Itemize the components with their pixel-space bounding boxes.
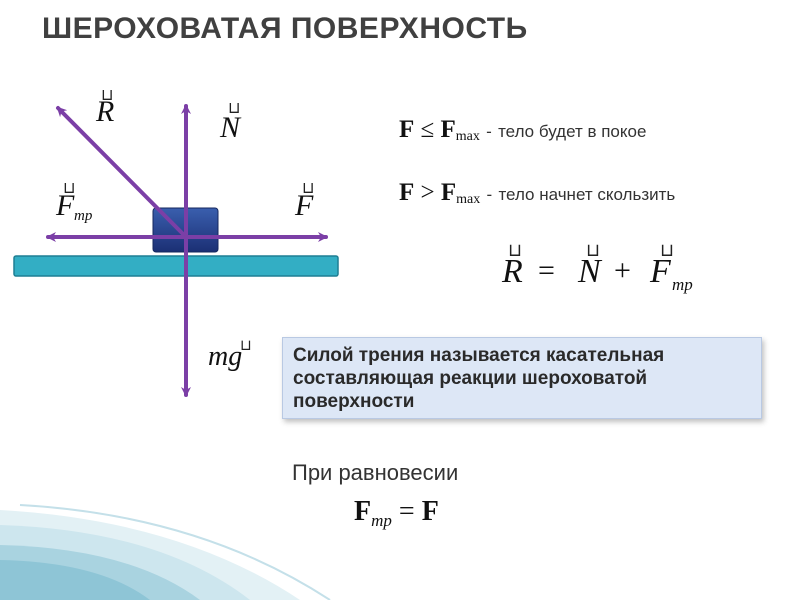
svg-text:F: F [294, 189, 314, 222]
svg-text:⊔: ⊔ [508, 240, 522, 260]
svg-text:R: R [95, 95, 114, 128]
svg-text:F: F [649, 253, 672, 290]
svg-text:⊔: ⊔ [586, 240, 600, 260]
label-reaction: R ⊔ [95, 87, 114, 128]
svg-text:тр: тр [74, 208, 93, 224]
label-friction: F тр ⊔ [55, 180, 93, 224]
rough-surface [13, 255, 339, 277]
svg-text:⊔: ⊔ [240, 338, 252, 354]
svg-text:⊔: ⊔ [228, 100, 240, 117]
svg-text:mg: mg [208, 341, 242, 372]
svg-text:R: R [501, 253, 523, 290]
svg-text:⊔: ⊔ [101, 87, 113, 104]
equilibrium-label: При равновесии [292, 460, 459, 485]
slide-title: ШЕРОХОВАТАЯ ПОВЕРХНОСТЬ [42, 12, 528, 45]
friction-definition-box: Силой трения называется касательная сост… [282, 337, 762, 419]
svg-text:тр: тр [672, 275, 693, 294]
svg-text:+: + [614, 254, 631, 287]
equilibrium-equation: Fтр = F [354, 496, 439, 530]
condition-rest: F ≤ Fmax - тело будет в покое [399, 116, 647, 144]
svg-text:N: N [577, 253, 603, 290]
svg-text:⊔: ⊔ [63, 180, 75, 197]
svg-text:⊔: ⊔ [302, 180, 314, 197]
svg-text:=: = [538, 254, 555, 287]
vector-equation: R ⊔ = N ⊔ + F тр ⊔ [501, 240, 693, 294]
condition-slide: F > Fmax - тело начнет скользить [399, 179, 676, 207]
reaction-force-arrow [56, 106, 188, 239]
label-applied: F ⊔ [294, 180, 314, 222]
svg-text:⊔: ⊔ [660, 240, 674, 260]
label-gravity: mg ⊔ [208, 338, 252, 372]
definition-text: Силой трения называется касательная сост… [293, 345, 665, 412]
svg-text:F: F [55, 189, 75, 222]
svg-text:N: N [219, 111, 242, 144]
decor-swoosh [0, 504, 331, 600]
label-normal: N ⊔ [219, 100, 242, 144]
